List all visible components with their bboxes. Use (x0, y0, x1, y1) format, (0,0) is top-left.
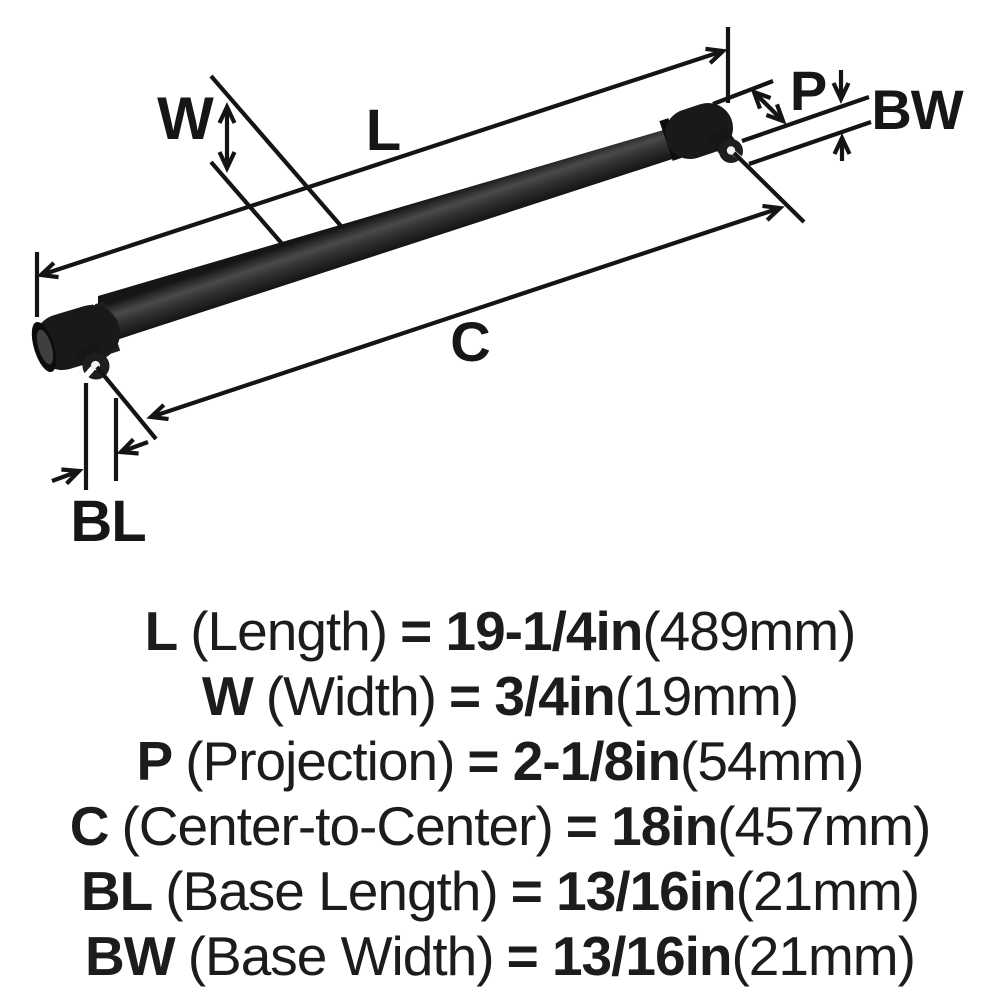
spec-list: L(Length)= 19-1/4in(489mm) W(Width)= 3/4… (0, 599, 1000, 989)
dimension-line-C (146, 203, 785, 422)
spec-row-projection: P(Projection)= 2-1/8in(54mm) (0, 729, 1000, 794)
c-tick-right (732, 151, 806, 224)
c-tick-left (95, 365, 158, 441)
dimension-BW (741, 70, 872, 166)
spec-metric: (457mm) (717, 795, 931, 857)
handle-left-cap (34, 305, 120, 370)
w-tick-upper (209, 74, 343, 228)
spec-name: (Width) (265, 665, 437, 727)
w-tick-lower (209, 160, 286, 248)
bw-line-upper (741, 95, 870, 143)
spec-row-length: L(Length)= 19-1/4in(489mm) (0, 599, 1000, 664)
spec-name: (Base Length) (165, 860, 498, 922)
spec-name: (Projection) (185, 730, 455, 792)
dimension-P (712, 79, 787, 125)
label-BL: BL (70, 489, 145, 554)
spec-symbol: P (136, 730, 174, 792)
spec-row-center-to-center: C(Center-to-Center)= 18in(457mm) (0, 794, 1000, 859)
handle-left-post-notch (81, 366, 95, 381)
spec-row-width: W(Width)= 3/4in(19mm) (0, 664, 1000, 729)
dimension-W (209, 74, 343, 248)
spec-name: (Center-to-Center) (121, 795, 553, 857)
spec-value: = 19-1/4in (400, 600, 643, 662)
spec-symbol: BW (85, 925, 176, 987)
spec-metric: (21mm) (735, 860, 920, 922)
spec-name: (Base Width) (187, 925, 495, 987)
bw-line-lower (748, 120, 872, 166)
handle-right-cap (665, 103, 733, 159)
spec-symbol: L (144, 600, 179, 662)
spec-symbol: BL (80, 860, 153, 922)
label-W: W (157, 85, 214, 152)
dimension-C (95, 151, 806, 441)
spec-name: (Length) (190, 600, 388, 662)
handle-dimension-diagram: L W P BW C (31, 27, 965, 554)
handle-left-cap-face-highlight (36, 329, 54, 365)
spec-metric: (54mm) (680, 730, 864, 792)
spec-metric: (21mm) (731, 925, 915, 987)
spec-value: = 13/16in (510, 860, 737, 922)
spec-row-base-width: BW(Base Width)= 13/16in(21mm) (0, 924, 1000, 989)
spec-value: = 2-1/8in (467, 730, 681, 792)
spec-metric: (489mm) (642, 600, 856, 662)
spec-symbol: W (201, 665, 254, 727)
spec-value: = 13/16in (506, 925, 733, 987)
handle-right-post-hole (726, 146, 736, 155)
p-tangent-tick (712, 79, 774, 106)
spec-value: = 3/4in (448, 665, 616, 727)
bl-arrow-left (116, 437, 149, 456)
label-L: L (366, 98, 400, 163)
spec-symbol: C (69, 795, 110, 857)
spec-value: = 18in (565, 795, 718, 857)
spec-row-base-length: BL(Base Length)= 13/16in(21mm) (0, 859, 1000, 924)
label-BW: BW (871, 78, 963, 141)
bl-arrow-right (51, 467, 84, 486)
spec-metric: (19mm) (614, 665, 799, 727)
label-C: C (450, 310, 489, 373)
p-double-arrow (750, 88, 787, 125)
dimension-BL (51, 383, 149, 490)
